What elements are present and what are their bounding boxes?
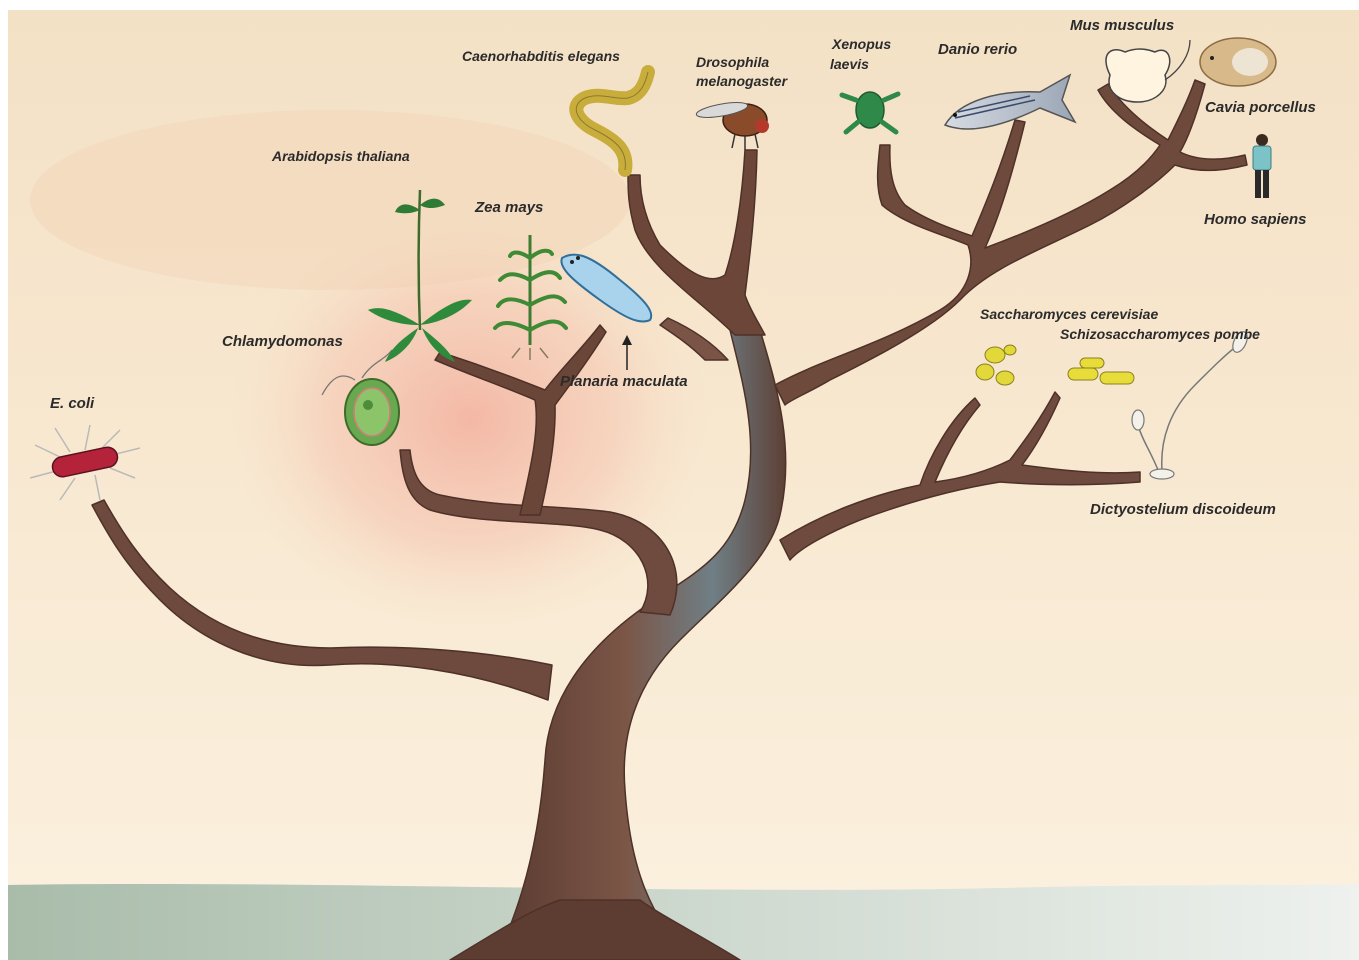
label-dictyostelium: Dictyostelium discoideum (1090, 502, 1276, 518)
label-s-pombe: Schizosaccharomyces pombe (1060, 326, 1260, 342)
label-homo-sapiens: Homo sapiens (1204, 212, 1307, 228)
label-danio: Danio rerio (938, 42, 1017, 58)
white-top-border (0, 0, 1359, 10)
label-ecoli: E. coli (50, 396, 94, 412)
label-drosophila-1: Drosophila (696, 54, 769, 70)
label-xenopus-2: laevis (830, 56, 869, 72)
label-planaria: Planaria maculata (560, 374, 688, 390)
label-drosophila-2: melanogaster (696, 73, 787, 89)
label-xenopus-1: Xenopus (832, 36, 891, 52)
label-s-cerevisiae: Saccharomyces cerevisiae (980, 306, 1158, 322)
label-mus: Mus musculus (1070, 18, 1174, 34)
label-arabidopsis: Arabidopsis thaliana (272, 148, 410, 164)
cavia-icon (1200, 38, 1276, 86)
label-cavia: Cavia porcellus (1205, 100, 1316, 116)
label-chlamydomonas: Chlamydomonas (222, 334, 343, 350)
white-left-border (0, 0, 8, 960)
label-zea-mays: Zea mays (475, 200, 543, 216)
label-c-elegans: Caenorhabditis elegans (462, 48, 620, 64)
